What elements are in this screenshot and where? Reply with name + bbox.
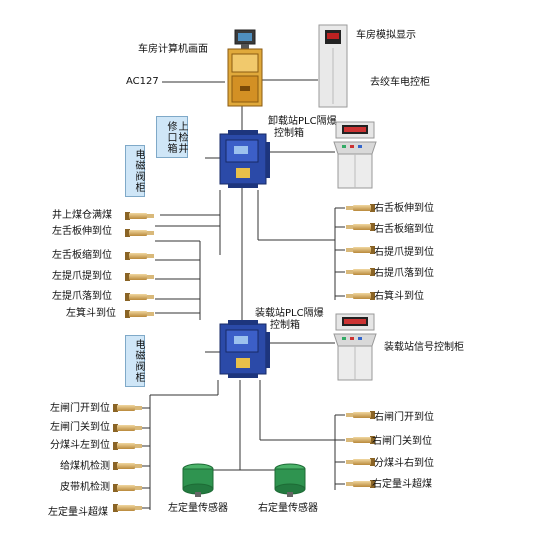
sensor-icon [345,436,375,444]
right-quant-sensor-icon [270,462,312,498]
sensor-icon [345,268,375,276]
left-lower-sensor-label: 左闸门开到位 [50,403,110,414]
load-plc-label-2: 控制箱 [270,320,300,331]
right-lower-sensor-label: 右闸门关到位 [372,436,432,447]
sensor-icon [113,442,143,450]
right-upper-sensor-label: 右提爪提到位 [374,247,434,258]
left-upper-sensor-label: 左提爪提到位 [52,271,112,282]
sensor-icon [345,480,375,488]
left-lower-sensor-label: 皮带机检测 [60,482,110,493]
sensor-icon [113,404,143,412]
left-upper-sensor-label: 左舌板缩到位 [52,250,112,261]
load-signal-cabinet-label: 装载站信号控制柜 [384,342,464,353]
sensor-icon [345,411,375,419]
sensor-icon [125,310,155,318]
sensor-icon [345,458,375,466]
sensor-icon [113,504,143,512]
right-upper-sensor-label: 右舌板伸到位 [374,203,434,214]
car-room-display-cabinet-icon [318,24,348,108]
car-room-display-label: 车房模拟显示 [356,30,416,41]
right-upper-sensor-label: 右提爪落到位 [374,268,434,279]
ac127-label: AC127 [126,76,159,87]
magnetic-valve-cabinet-2: 电磁阀柜 [125,335,145,387]
left-upper-sensor-label: 左舌板伸到位 [52,226,112,237]
unload-plc-label-2: 控制箱 [274,128,304,139]
sensor-icon [125,273,155,281]
top-maintenance-box: 上检井修口箱 [156,116,188,158]
sensor-icon [345,246,375,254]
load-plc-label: 装载站PLC隔爆 [255,308,324,319]
right-lower-sensor-label: 右闸门开到位 [374,412,434,423]
sensor-icon [125,212,155,220]
sensor-icon [345,223,375,231]
right-quant-sensor-label: 右定量传感器 [258,503,318,514]
left-upper-sensor-label: 井上煤仓满煤 [52,210,112,221]
left-lower-sensor-label: 左闸门关到位 [50,422,110,433]
car-room-screen-label: 车房计算机画面 [138,44,208,55]
winch-cabinet-label: 去绞车电控柜 [370,77,430,88]
left-quant-sensor-icon [178,462,220,498]
left-lower-sensor-label: 左定量斗超煤 [48,507,108,518]
sensor-icon [113,462,143,470]
sensor-icon [345,204,375,212]
car-room-computer-icon [225,28,265,108]
right-upper-sensor-label: 右舌板缩到位 [374,224,434,235]
left-upper-sensor-label: 左提爪落到位 [52,291,112,302]
magnetic-valve-cabinet-1: 电磁阀柜 [125,145,145,197]
left-lower-sensor-label: 给煤机检测 [60,461,110,472]
left-upper-sensor-label: 左箕斗到位 [66,308,116,319]
sensor-icon [125,252,155,260]
sensor-icon [345,292,375,300]
unload-plc-label: 卸载站PLC隔爆 [268,116,337,127]
unload-plc-box-icon [218,128,270,190]
sensor-icon [125,229,155,237]
load-signal-console-icon [332,312,378,382]
right-lower-sensor-label: 分煤斗右到位 [374,458,434,469]
right-upper-sensor-label: 右箕斗到位 [374,291,424,302]
right-lower-sensor-label: 右定量斗超煤 [372,479,432,490]
load-plc-box-icon [218,318,270,380]
unload-console-icon [332,120,378,190]
sensor-icon [125,293,155,301]
sensor-icon [113,484,143,492]
sensor-icon [113,424,143,432]
left-quant-sensor-label: 左定量传感器 [168,503,228,514]
left-lower-sensor-label: 分煤斗左到位 [50,440,110,451]
